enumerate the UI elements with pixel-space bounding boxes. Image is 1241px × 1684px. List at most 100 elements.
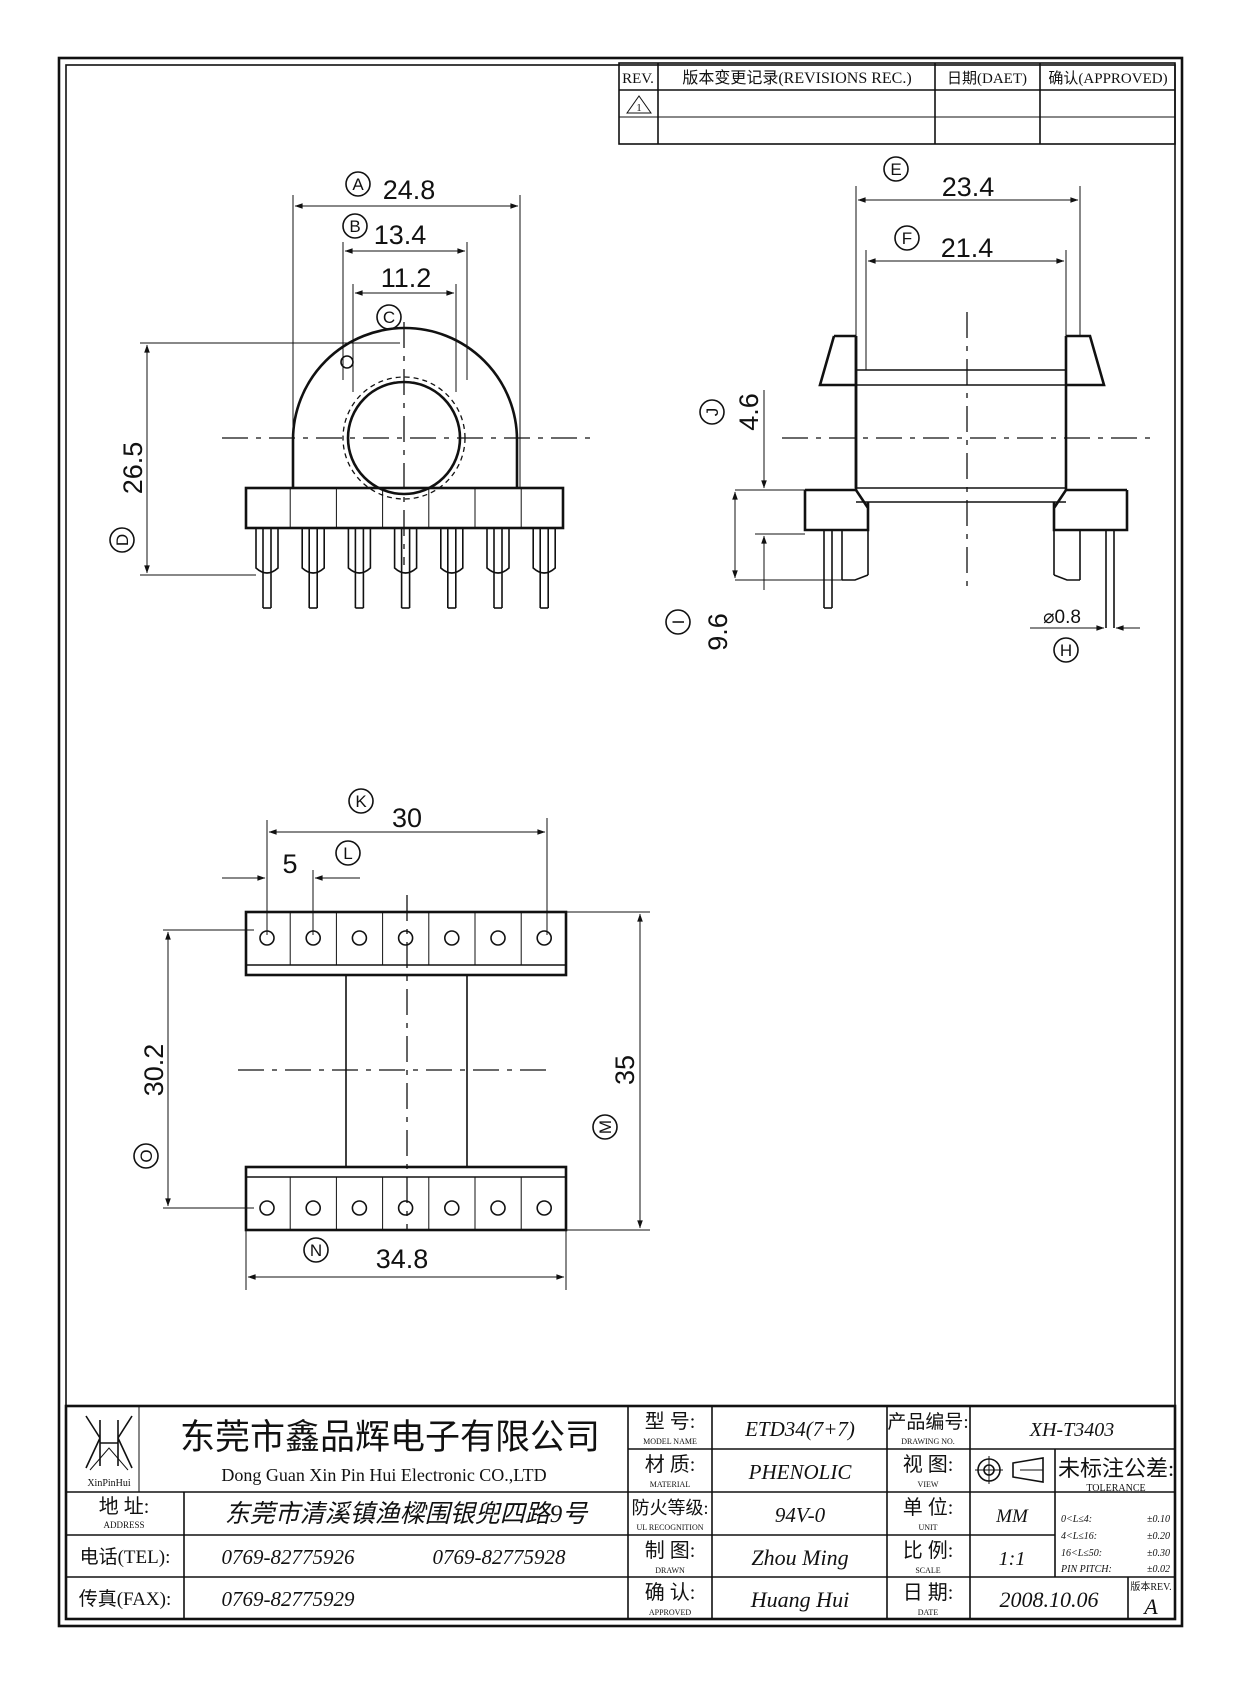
ul-value: 94V-0 — [775, 1503, 826, 1527]
svg-text:I: I — [669, 620, 688, 625]
bottom-pin — [443, 930, 460, 1216]
bottom-pin — [351, 930, 368, 1216]
front-pin — [301, 528, 325, 609]
svg-text:A: A — [352, 175, 364, 194]
tel-value-1: 0769-82775926 — [222, 1545, 355, 1569]
label-E: E — [883, 156, 909, 182]
bottom-pin — [397, 930, 414, 1216]
projection-symbol-icon — [975, 1456, 1044, 1484]
tol-range: 4<L≤16: — [1061, 1531, 1097, 1542]
model-label: 型 号: — [645, 1410, 696, 1433]
label-F: F — [894, 225, 920, 251]
bottom-pin — [536, 930, 553, 1216]
side-view: E 23.4 F 21.4 J 4.6 I 9.6 ⌀0.8 H — [665, 156, 1150, 663]
svg-text:D: D — [113, 534, 132, 546]
dim-A-value: 24.8 — [383, 175, 436, 205]
label-J: J — [699, 399, 725, 425]
bottom-pin — [490, 930, 506, 1216]
bottom-view: K 30 5 L 30.2 O 35 M N 34.8 — [133, 788, 650, 1290]
label-H: H — [1053, 637, 1079, 663]
dim-K-value: 30 — [392, 803, 422, 833]
dim-C-value: 11.2 — [381, 263, 432, 293]
scale-label: 比 例: — [903, 1539, 954, 1562]
approved-sub: APPROVED — [649, 1608, 691, 1617]
tel-label: 电话(TEL): — [80, 1546, 171, 1568]
label-O: O — [133, 1143, 159, 1169]
dim-O-value: 30.2 — [139, 1044, 169, 1097]
svg-text:H: H — [1060, 641, 1072, 660]
material-value: PHENOLIC — [748, 1460, 853, 1484]
scale-sub: SCALE — [915, 1566, 940, 1575]
rev-col-record: 版本变更记录(REVISIONS REC.) — [682, 69, 911, 87]
inner-frame — [65, 64, 1176, 1620]
svg-text:O: O — [137, 1149, 156, 1162]
rev-value: A — [1142, 1594, 1158, 1619]
front-pin — [347, 528, 372, 609]
dim-E-value: 23.4 — [942, 172, 995, 202]
label-C: C — [376, 304, 402, 330]
svg-text:F: F — [902, 229, 912, 248]
dim-H-value: ⌀0.8 — [1043, 607, 1081, 628]
tol-value: ±0.02 — [1147, 1564, 1170, 1575]
tol-value: ±0.10 — [1147, 1514, 1170, 1525]
dim-I-value: 9.6 — [703, 613, 733, 651]
tol-range: PIN PITCH: — [1060, 1564, 1112, 1575]
front-view: A 24.8 B 13.4 11.2 C 26.5 D — [109, 171, 590, 609]
front-pin — [532, 528, 556, 609]
tolerance-table: 0<L≤4: ±0.10 4<L≤16: ±0.20 16<L≤50: ±0.3… — [1060, 1514, 1170, 1575]
svg-text:C: C — [383, 308, 395, 327]
approved-label: 确 认: — [645, 1581, 696, 1604]
view-label: 视 图: — [903, 1453, 954, 1476]
svg-text:N: N — [310, 1241, 322, 1260]
label-D: D — [109, 527, 135, 553]
label-M: M — [592, 1114, 618, 1140]
rev-triangle-icon: 1 — [626, 95, 652, 114]
address-label: 地 址: — [99, 1495, 150, 1518]
rev-col-date: 日期(DAET) — [947, 70, 1027, 87]
front-pin — [486, 528, 510, 609]
tolerance-sub: TOLERANCE — [1086, 1483, 1145, 1494]
rev-col-rev: REV. — [622, 71, 654, 87]
label-B: B — [342, 213, 368, 239]
model-sub: MODEL NAME — [643, 1437, 697, 1446]
front-pin — [393, 528, 418, 609]
date-sub: DATE — [918, 1608, 939, 1617]
tol-value: ±0.30 — [1147, 1548, 1170, 1559]
dim-J-value: 4.6 — [734, 393, 764, 431]
rev-label: 版本REV. — [1130, 1580, 1171, 1593]
dim-M-value: 35 — [610, 1055, 640, 1085]
svg-text:J: J — [703, 408, 722, 417]
company-name-en: Dong Guan Xin Pin Hui Electronic CO.,LTD — [221, 1465, 546, 1485]
bottom-pin — [259, 930, 275, 1216]
svg-text:B: B — [349, 217, 360, 236]
svg-text:K: K — [355, 792, 367, 811]
material-sub: MATERIAL — [650, 1480, 691, 1489]
svg-text:M: M — [596, 1120, 615, 1134]
tol-value: ±0.20 — [1147, 1531, 1170, 1542]
tol-range: 0<L≤4: — [1061, 1514, 1092, 1525]
company-name-cn: 东莞市鑫品辉电子有限公司 — [180, 1418, 600, 1457]
unit-sub: UNIT — [918, 1523, 937, 1532]
label-K: K — [348, 788, 374, 814]
dim-N-value: 34.8 — [376, 1244, 429, 1274]
drawn-label: 制 图: — [645, 1539, 696, 1562]
drawn-sub: DRAWN — [655, 1566, 685, 1575]
front-pin — [255, 528, 279, 609]
svg-text:L: L — [343, 844, 352, 863]
dim-D-value: 26.5 — [118, 442, 148, 495]
unit-value: MM — [995, 1506, 1029, 1527]
svg-text:E: E — [890, 160, 901, 179]
unit-label: 单 位: — [903, 1496, 954, 1519]
tol-range: 16<L≤50: — [1061, 1548, 1102, 1559]
address-sub: ADDRESS — [103, 1520, 144, 1530]
fax-value: 0769-82775929 — [222, 1587, 355, 1611]
scale-value: 1:1 — [999, 1548, 1026, 1570]
dim-L-value: 5 — [282, 849, 297, 879]
drawing-no-sub: DRAWING NO. — [901, 1437, 955, 1446]
drawing-no-label: 产品编号: — [887, 1411, 968, 1433]
label-I: I — [665, 609, 691, 635]
model-value: ETD34(7+7) — [744, 1417, 855, 1441]
revision-table: REV. 版本变更记录(REVISIONS REC.) 日期(DAET) 确认(… — [618, 62, 1176, 145]
drawing-no-value: XH-T3403 — [1029, 1419, 1114, 1441]
